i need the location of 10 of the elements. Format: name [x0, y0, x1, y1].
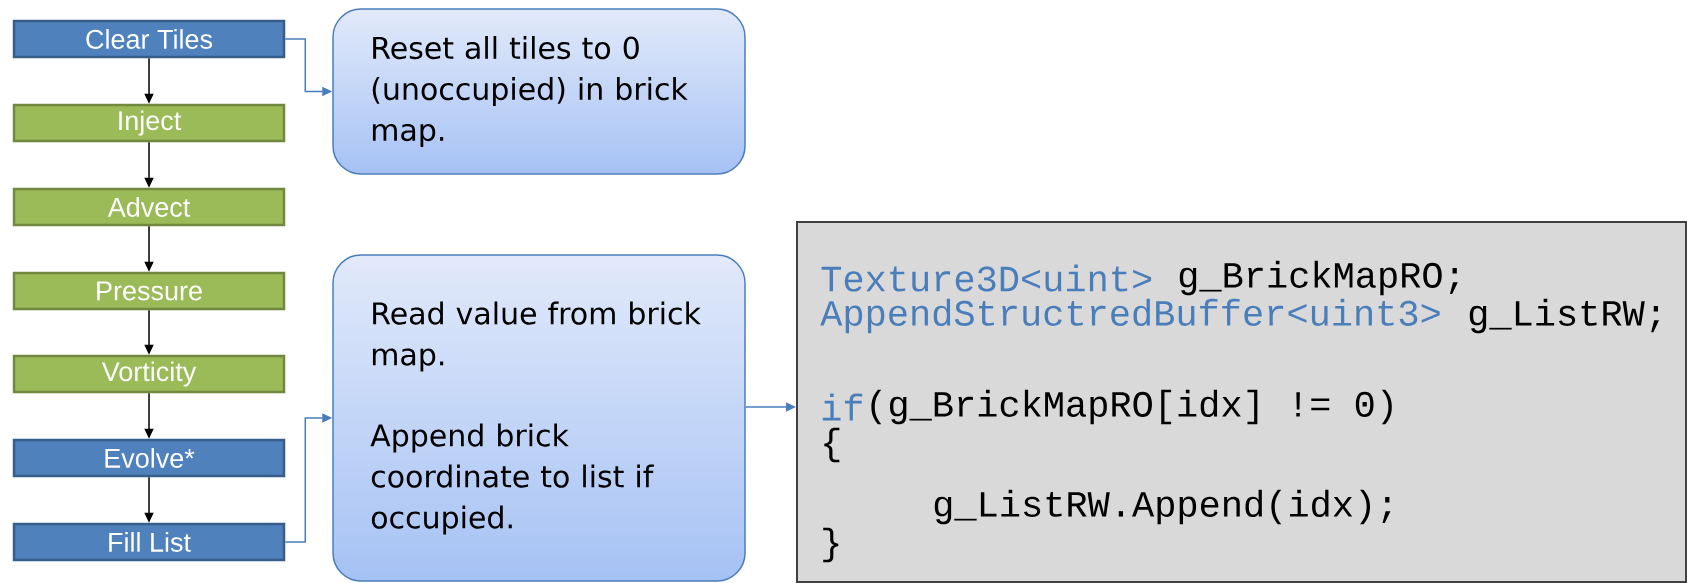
step-box: Clear Tiles	[12, 19, 286, 59]
step-box: Evolve*	[12, 438, 286, 478]
callout-box: Read value from brick map. Append brick coordinate to list if occupied.	[332, 254, 746, 582]
step-box: Inject	[12, 103, 286, 143]
step-box: Vorticity	[12, 354, 286, 394]
step-box: Advect	[12, 187, 286, 227]
step-box: Fill List	[12, 522, 286, 562]
code-box: Texture3D<uint> g_BrickMapRO; AppendStructredBuffer<uint3> g_ListRW; if (g_BrickMapRO[idx] != 0) { g_ListRW.Append(idx); }	[796, 221, 1687, 583]
step-box: Pressure	[12, 271, 286, 311]
callout-box: Reset all tiles to 0 (unoccupied) in brick map.	[332, 8, 746, 175]
